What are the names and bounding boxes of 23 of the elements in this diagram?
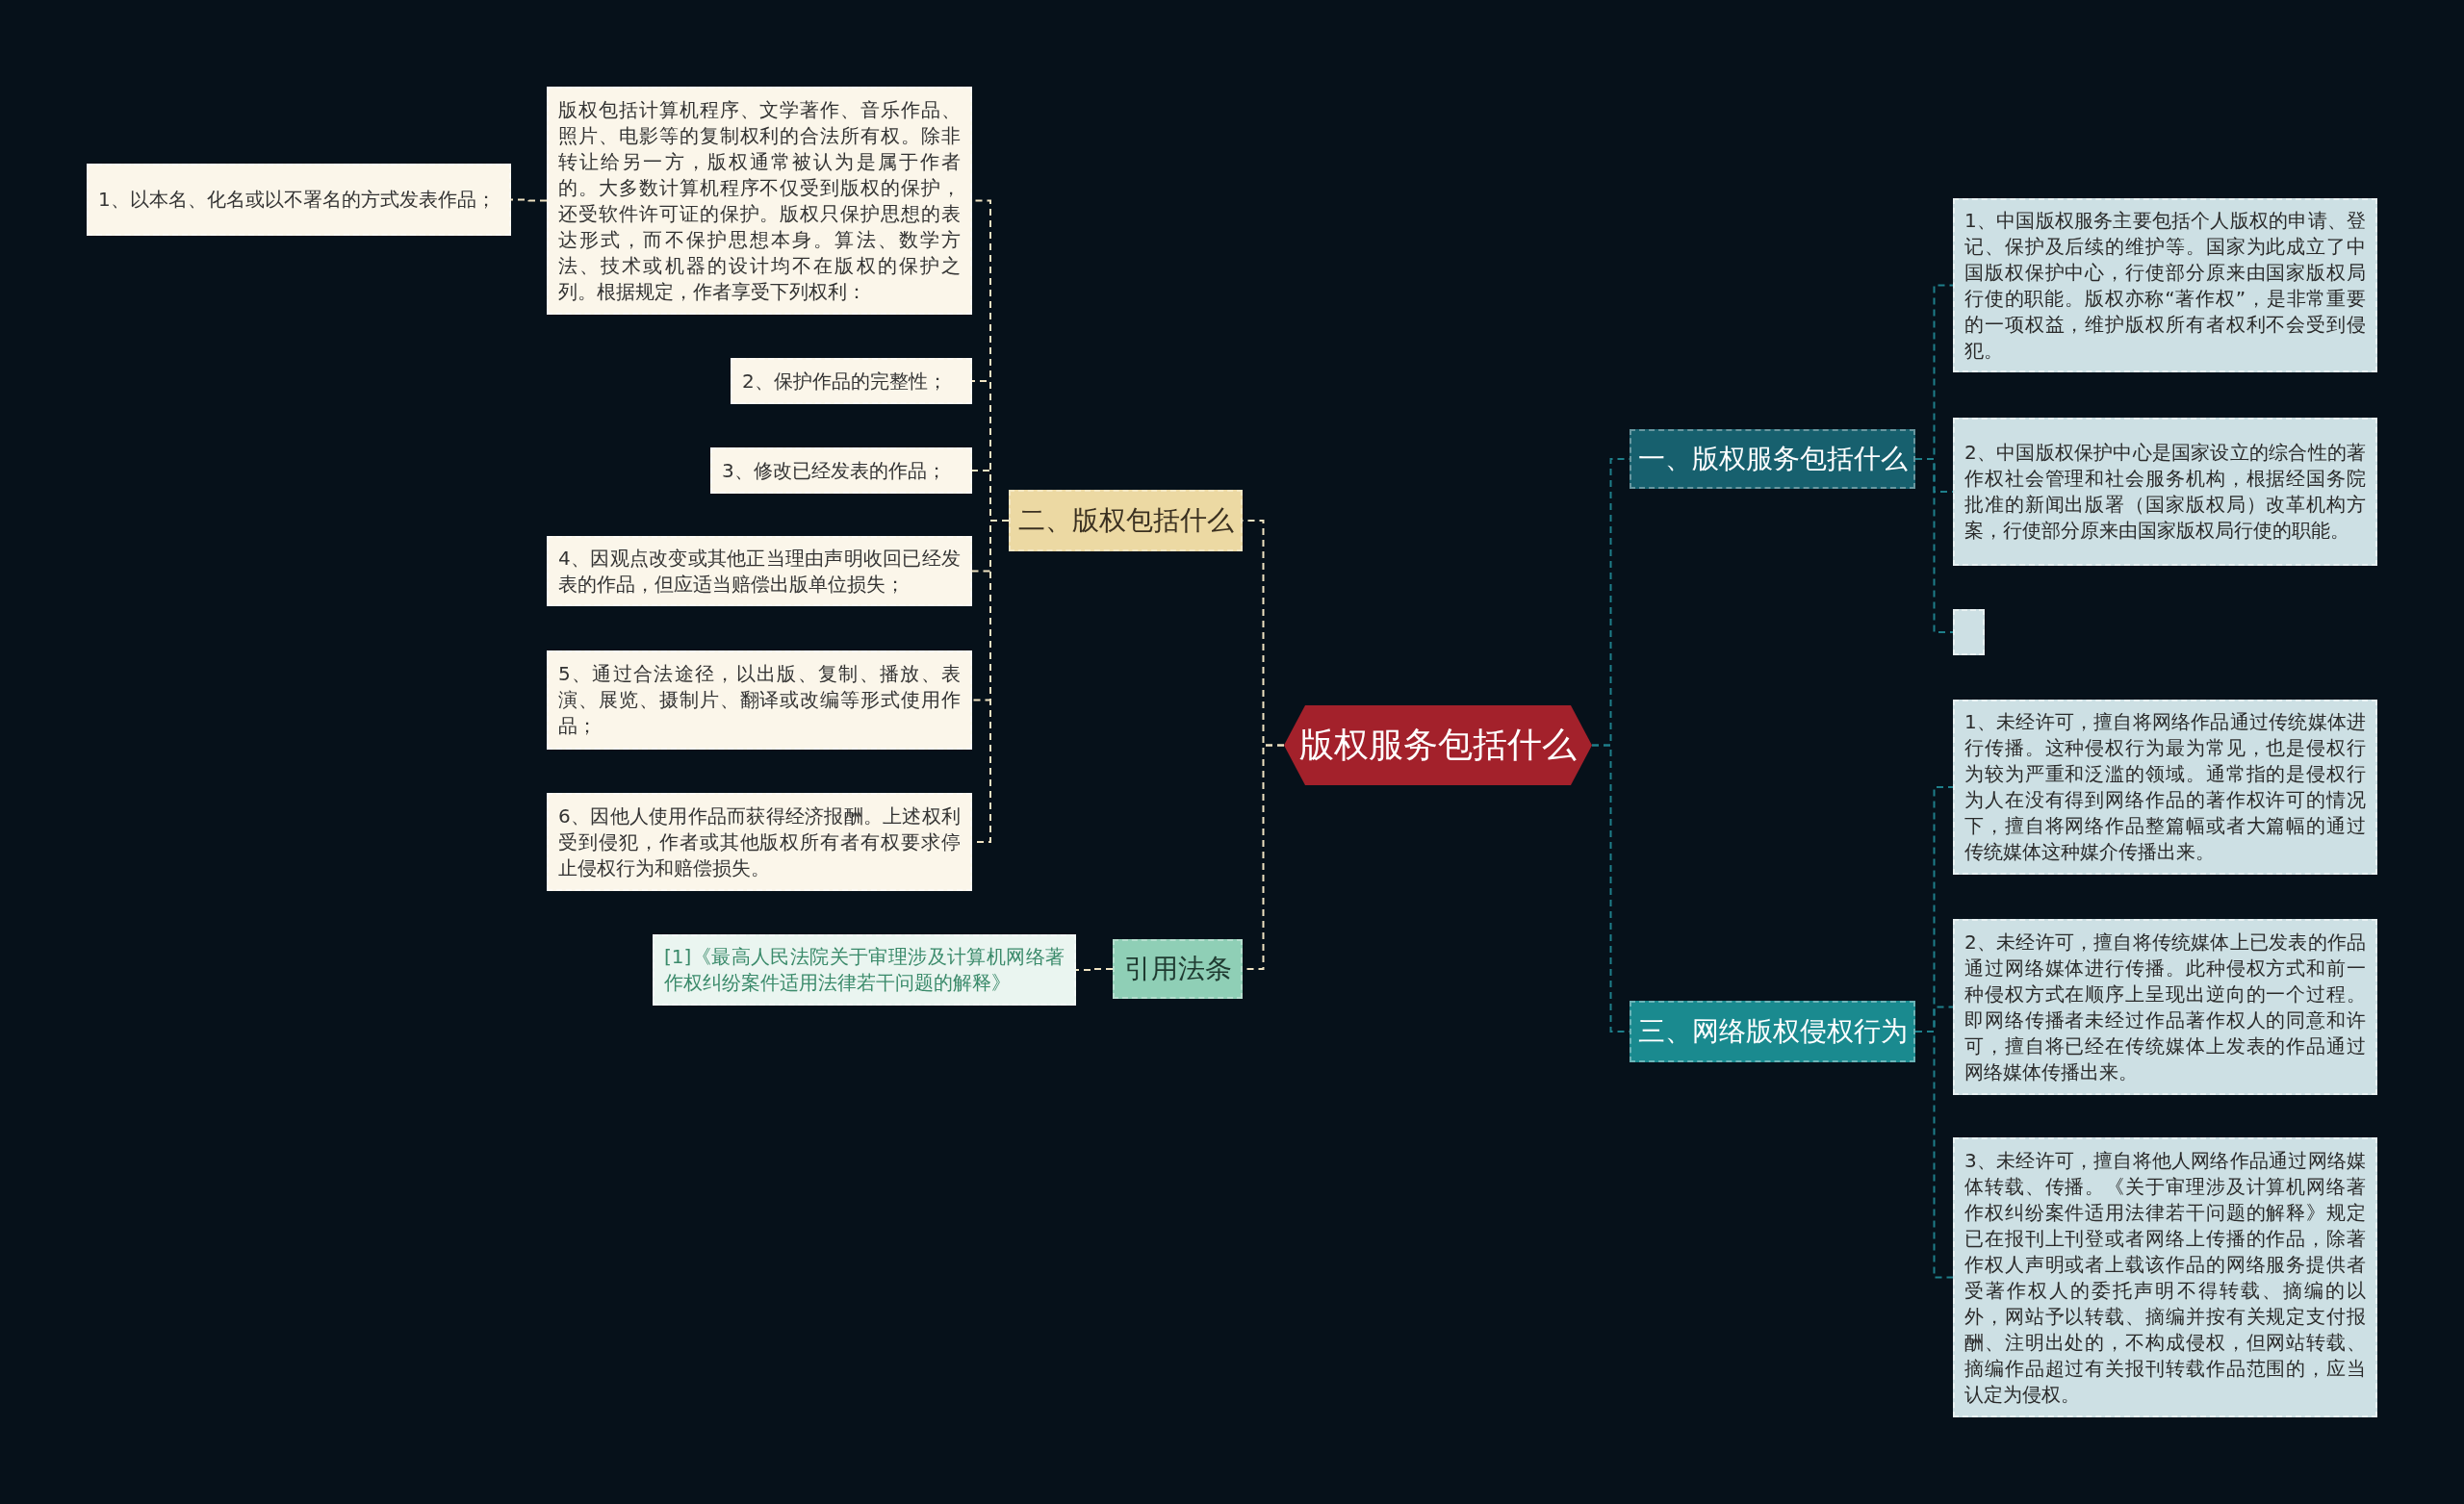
text-box: 1、以本名、化名或以不署名的方式发表作品； [87,164,511,236]
topic-box: 二、版权包括什么 [1009,490,1243,551]
text-box: 6、因他人使用作品而获得经济报酬。上述权利受到侵犯，作者或其他版权所有者有权要求停止侵权行为和赔偿损失。 [547,793,972,891]
topic-box: 一、版权服务包括什么 [1630,429,1915,489]
text-box: 1、未经许可，擅自将网络作品通过传统媒体进行传播。这种侵权行为最为常见，也是侵权行为较为严重和泛滥的领域。通常指的是侵权行为人在没有得到网络作品的著作权许可的情况下，擅自将网络作品整篇幅或者大篇幅的通过传统媒体这种媒介传播出来。 [1953,700,2377,875]
topic-box: 三、网络版权侵权行为 [1630,1001,1915,1062]
connector-line [1914,458,1954,633]
text-box: 4、因观点改变或其他正当理由声明收回已经发表的作品，但应适当赔偿出版单位损失； [547,536,972,606]
connector-line [1075,968,1114,971]
text-box: 2、中国版权保护中心是国家设立的综合性的著作权社会管理和社会服务机构，根据经国务院批准的新闻出版署（国家版权局）改革机构方案，行使部分原来由国家版权局行使的职能。 [1953,418,2377,566]
text-box: 版权包括计算机程序、文学著作、音乐作品、照片、电影等的复制权利的合法所有权。除非转让给另一方，版权通常被认为是属于作者的。大多数计算机程序不仅受到版权的保护，还受软件许可证的保护。版权只保护思想的表达形式，而不保护思想本身。算法、数学方法、技术或机器的设计均不在版权的保护之列。根据规定，作者享受下列权利： [547,87,972,315]
connector-line [510,198,548,202]
citation-box: [1]《最高人民法院关于审理涉及计算机网络著作权纠纷案件适用法律若干问题的解释》 [653,934,1076,1006]
central-topic-hexagon: 版权服务包括什么 [1284,705,1592,785]
text-box: 3、未经许可，擅自将他人网络作品通过网络媒体转载、传播。《关于审理涉及计算机网络著作权纠纷案件适用法律若干问题的解释》规定已在报刊上刊登或者网络上传播的作品，除著作权人声明或者上载该作品的网络服务提供者受著作权人的委托声明不得转载、摘编的以外，网站予以转载、摘编并按有关规定支付报酬、注明出处的，不构成侵权，但网站转载、摘编作品超过有关报刊转载作品范围的，应当认定为侵权。 [1953,1137,2377,1417]
text-box: 2、未经许可，擅自将传统媒体上已发表的作品通过网络媒体进行传播。此种侵权方式和前一种侵权方式在顺序上呈现出逆向的一个过程。即网络传播者未经过作品著作权人的同意和许可，擅自将已经在传统媒体上发表的作品通过网络媒体传播出来。 [1953,919,2377,1095]
topic-box: 引用法条 [1113,939,1243,999]
text-box: 3、修改已经发表的作品； [710,447,972,494]
text-box: 5、通过合法途径，以出版、复制、播放、表演、展览、摄制片、翻译或改编等形式使用作品； [547,650,972,750]
empty-box [1953,609,1985,655]
text-box: 1、中国版权服务主要包括个人版权的申请、登记、保护及后续的维护等。国家为此成立了中国版权保护中心，行使部分原来由国家版权局行使的职能。版权亦称“著作权”，是非常重要的一项权益，维护版权所有者权利不会受到侵犯。 [1953,198,2377,372]
text-box: 2、保护作品的完整性； [731,358,972,404]
connector-line [1914,1031,1954,1279]
